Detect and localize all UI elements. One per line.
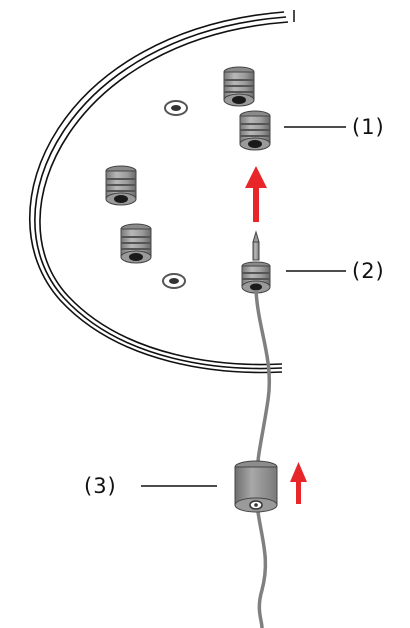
suspension-cable-lower xyxy=(256,511,268,628)
up-arrow-icon xyxy=(290,462,307,504)
callout-lines xyxy=(141,126,346,487)
screw-hole-icon xyxy=(164,100,188,116)
callout-label-2: (2) xyxy=(352,259,385,283)
screw-hole-icon xyxy=(162,273,186,289)
callout-label-1: (1) xyxy=(352,115,385,139)
suspension-cable xyxy=(254,289,272,476)
threaded-pin-connector-icon xyxy=(241,230,271,294)
mounting-socket-icon xyxy=(223,66,255,107)
up-arrow-icon xyxy=(245,166,267,222)
callout-label-3: (3) xyxy=(84,474,117,498)
cylinder-weight-icon xyxy=(234,460,278,513)
mounting-socket-icon xyxy=(120,223,152,264)
canopy-outline xyxy=(28,11,289,374)
mounting-socket-icon xyxy=(105,165,137,206)
mounting-socket-icon xyxy=(239,110,271,151)
